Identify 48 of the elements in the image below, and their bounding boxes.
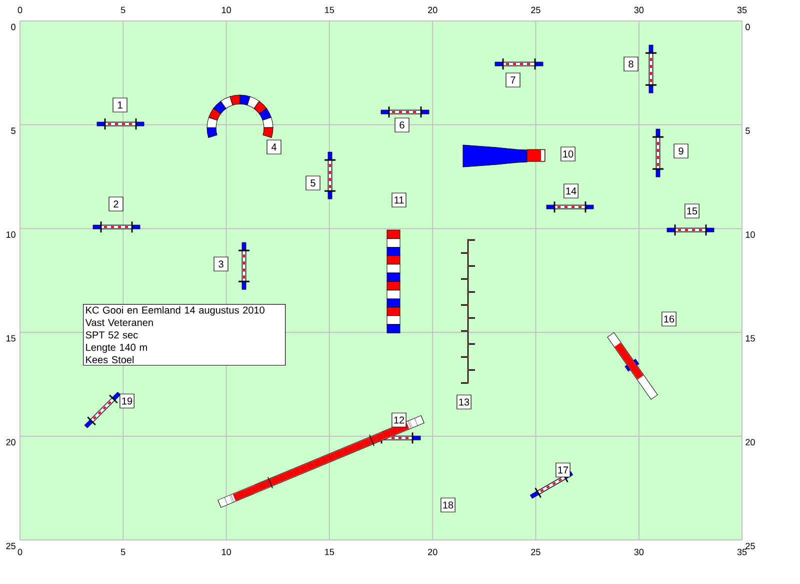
axis-tick-label: 35	[737, 548, 747, 556]
axis-tick-label: 10	[746, 231, 755, 238]
number-box: 9	[674, 144, 688, 158]
axis-tick-label: 20	[428, 548, 438, 556]
number-box: 1	[112, 98, 128, 112]
axis-tick-label: 30	[634, 6, 644, 14]
axis-tick-label: 15	[325, 548, 334, 556]
number-box: 18	[440, 498, 456, 512]
info-box: KC Gooi en Eemland 14 augustus 2010 Vast Veteranen SPT 52 sec Lengte 140 m Kees Stoel	[83, 304, 286, 366]
number-box: 13	[456, 394, 472, 410]
axis-tick-label: 10	[6, 231, 16, 238]
axis-tick-label: 5	[120, 6, 126, 14]
axis-tick-label: 0	[18, 6, 22, 14]
number-box: 14	[564, 184, 578, 198]
axis-tick-label: 20	[6, 439, 16, 446]
axis-tick-label: 35	[737, 6, 747, 14]
number-box: 8	[624, 56, 638, 72]
number-box: 4	[266, 140, 282, 154]
axis-tick-label: 25	[531, 548, 540, 556]
axis-tick-label: 20	[746, 439, 755, 446]
axis-tick-label: 5	[11, 128, 16, 134]
axis-tick-label: 0	[18, 548, 22, 556]
number-box: 12	[392, 412, 406, 428]
number-box: 3	[214, 256, 228, 272]
axis-tick-label: 25	[6, 542, 16, 550]
number-box: 5	[306, 176, 320, 190]
axis-tick-label: 15	[6, 335, 16, 342]
number-box: 2	[108, 196, 124, 212]
axis-tick-label: 20	[428, 6, 438, 14]
axis-tick-label: 10	[222, 6, 231, 14]
axis-tick-label: 0	[746, 24, 750, 30]
axis-tick-label: 30	[634, 548, 644, 556]
number-box: 15	[684, 204, 700, 218]
number-box: 19	[120, 394, 134, 408]
axis-tick-label: 10	[222, 548, 231, 556]
axis-tick-label: 25	[531, 6, 540, 14]
number-box: 7	[506, 72, 520, 88]
number-box: 17	[556, 462, 570, 478]
number-box: 11	[392, 192, 406, 208]
axis-tick-label: 0	[11, 24, 16, 30]
axis-tick-label: 5	[120, 548, 126, 556]
axis-tick-label: 15	[325, 6, 334, 14]
axis-tick-label: 25	[746, 542, 755, 550]
number-box: 10	[560, 146, 576, 162]
number-box: 16	[662, 312, 676, 326]
number-box: 6	[394, 118, 410, 132]
axis-tick-label: 15	[746, 335, 755, 342]
axis-tick-label: 5	[746, 128, 750, 134]
